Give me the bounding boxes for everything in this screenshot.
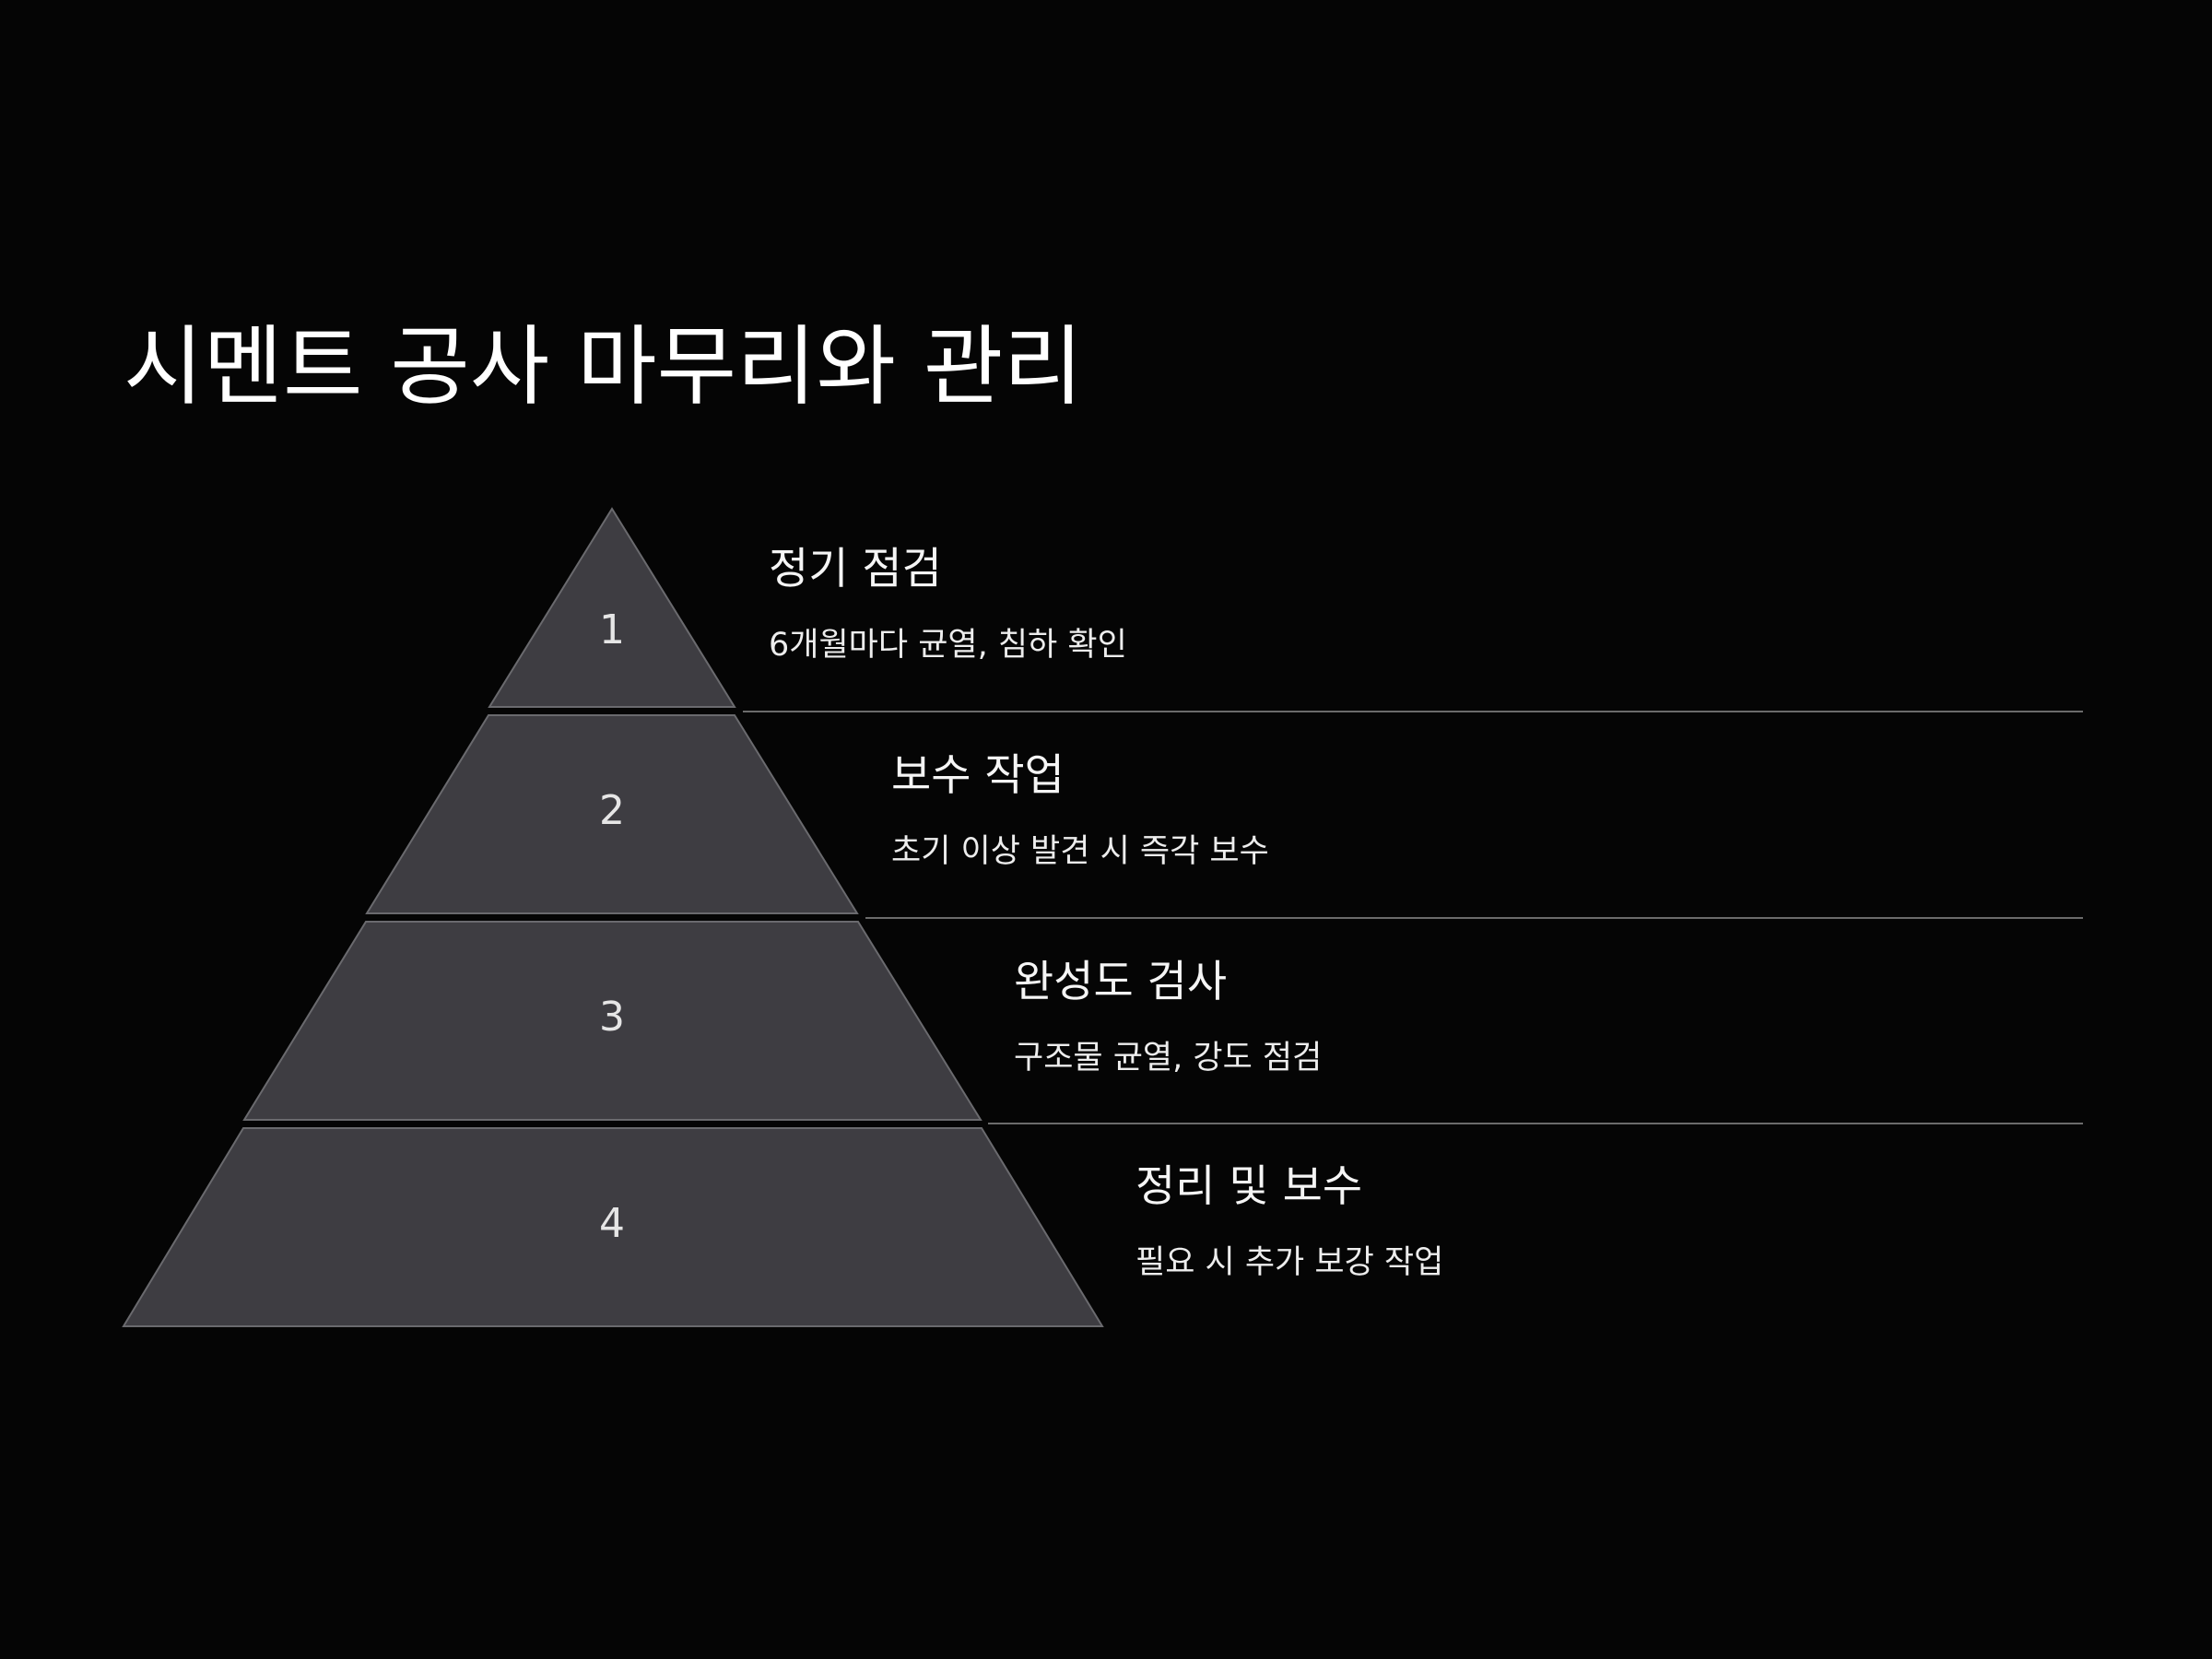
pyramid-tier-1: [488, 507, 736, 708]
slide-title: 시멘트 공사 마무리와 관리: [124, 317, 1083, 418]
tier-number-1: 1: [599, 606, 625, 653]
tier-description: 필요 시 추가 보강 작업: [1135, 1244, 1444, 1281]
tier-description: 6개월마다 균열, 침하 확인: [769, 627, 1127, 664]
tier-item-1: 정기 점검 6개월마다 균열, 침하 확인: [769, 547, 1127, 662]
tier-item-4: 정리 및 보수 필요 시 추가 보강 작업: [1135, 1165, 1443, 1279]
tier-item-2: 보수 작업 초기 이상 발견 시 즉각 보수: [891, 754, 1269, 868]
tier-number-3: 3: [599, 994, 625, 1041]
pyramid-tier-3: [242, 921, 982, 1121]
pyramid-tier-4: [122, 1127, 1104, 1327]
pyramid-tier-2: [365, 714, 859, 914]
tier-title: 정기 점검: [769, 544, 942, 594]
tier-item-3: 완성도 검사 구조물 균열, 강도 점검: [1014, 960, 1322, 1075]
tier-description: 구조물 균열, 강도 점검: [1014, 1040, 1323, 1077]
tier-title: 완성도 검사: [1014, 957, 1228, 1007]
tier-number-4: 4: [599, 1200, 625, 1247]
tier-title: 정리 및 보수: [1135, 1161, 1363, 1212]
tier-number-2: 2: [599, 787, 625, 834]
tier-description: 초기 이상 발견 시 즉각 보수: [891, 833, 1269, 870]
tier-title: 보수 작업: [891, 750, 1065, 801]
